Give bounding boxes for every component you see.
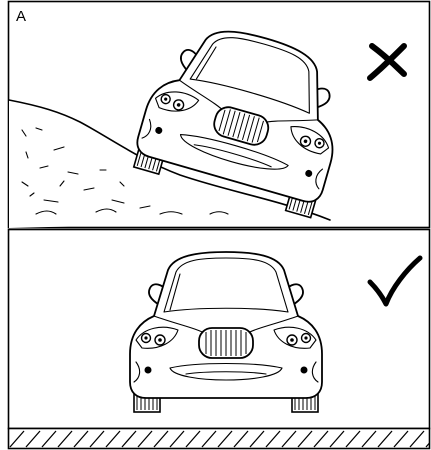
panel-label: A [16, 8, 26, 25]
ground-hatch [9, 429, 431, 449]
panel-bottom [9, 230, 430, 429]
panel-top: A [9, 2, 430, 229]
